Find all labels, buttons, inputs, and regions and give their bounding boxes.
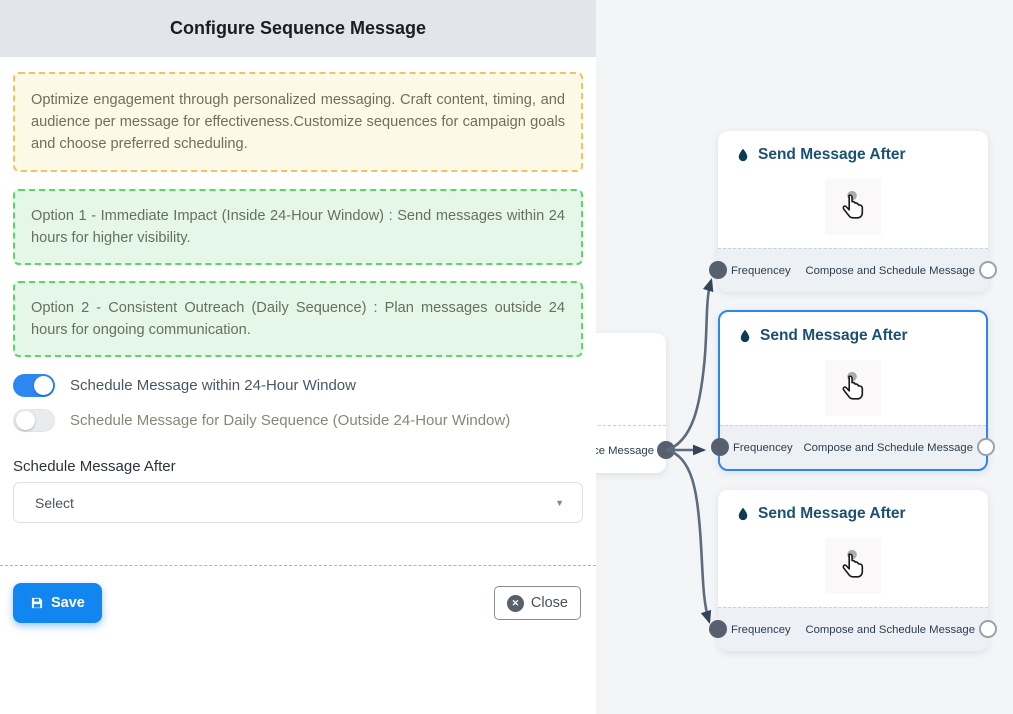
node-footer: Frequencey Compose and Schedule Message	[718, 248, 988, 292]
footer-divider	[0, 565, 596, 566]
toggle-24hour-window[interactable]	[13, 374, 55, 397]
panel-header: Configure Sequence Message	[0, 0, 596, 57]
select-value: Select	[35, 494, 74, 511]
edge-to-top-node	[665, 277, 714, 452]
close-circle-icon: ✕	[506, 594, 524, 612]
node-footer: Frequencey Compose and Schedule Message	[720, 425, 986, 469]
compose-message-placeholder[interactable]	[825, 179, 881, 235]
output-port-label: Compose and Schedule Message	[805, 623, 975, 636]
toggle-daily-sequence[interactable]	[13, 409, 55, 432]
save-button-label: Save	[51, 595, 85, 611]
edge-to-bottom-node	[665, 448, 712, 624]
input-port-label: Frequencey	[733, 441, 793, 454]
node-title: Send Message After	[760, 327, 908, 344]
droplet-icon	[740, 329, 750, 343]
save-button[interactable]: Save	[13, 583, 102, 623]
source-output-handle[interactable]	[657, 441, 675, 459]
node-title: Send Message After	[758, 146, 906, 163]
output-handle[interactable]	[979, 261, 997, 279]
hand-cursor-icon	[842, 549, 864, 578]
input-handle[interactable]	[709, 620, 727, 638]
toggle-24hour-label: Schedule Message within 24-Hour Window	[70, 377, 356, 394]
toggle-daily-label: Schedule Message for Daily Sequence (Out…	[70, 412, 511, 429]
droplet-icon	[738, 148, 748, 162]
compose-message-placeholder[interactable]	[825, 360, 881, 416]
node-footer-divider	[596, 425, 666, 426]
option-2-note: Option 2 - Consistent Outreach (Daily Se…	[13, 281, 583, 357]
output-port-label: Compose and Schedule Message	[803, 441, 973, 454]
toggle-row-daily: Schedule Message for Daily Sequence (Out…	[13, 409, 583, 432]
droplet-icon	[738, 507, 748, 521]
send-message-node-2[interactable]: Send Message After Frequencey Compose an…	[711, 310, 995, 471]
toggle-row-24hour: Schedule Message within 24-Hour Window	[13, 374, 583, 397]
schedule-after-select[interactable]: Select ▼	[13, 482, 583, 523]
save-icon	[31, 597, 43, 609]
toggle-knob	[16, 411, 35, 430]
option-1-note: Option 1 - Immediate Impact (Inside 24-H…	[13, 189, 583, 265]
source-node-output-label: ce Message	[596, 445, 654, 457]
compose-message-placeholder[interactable]	[825, 538, 881, 594]
send-message-node-1[interactable]: Send Message After Frequencey Compose an…	[709, 131, 997, 292]
output-port-label: Compose and Schedule Message	[805, 264, 975, 277]
source-node-partial[interactable]: ce Message	[596, 333, 675, 473]
output-handle[interactable]	[977, 438, 995, 456]
output-handle[interactable]	[979, 620, 997, 638]
configure-sequence-panel: Configure Sequence Message Optimize enga…	[0, 0, 596, 623]
send-message-node-3[interactable]: Send Message After Frequencey Compose an…	[709, 490, 997, 651]
schedule-after-label: Schedule Message After	[13, 458, 176, 475]
chevron-down-icon: ▼	[555, 497, 564, 508]
node-title: Send Message After	[758, 505, 906, 522]
input-handle[interactable]	[711, 438, 729, 456]
hand-cursor-icon	[842, 190, 864, 219]
page-title: Configure Sequence Message	[169, 18, 427, 38]
node-footer: Frequencey Compose and Schedule Message	[718, 607, 988, 651]
hand-cursor-icon	[842, 371, 864, 400]
input-port-label: Frequencey	[731, 264, 791, 277]
toggle-knob	[34, 376, 53, 395]
input-handle[interactable]	[709, 261, 727, 279]
input-port-label: Frequencey	[731, 623, 791, 636]
close-button-label: Close	[530, 595, 568, 611]
close-button[interactable]: ✕ Close	[493, 586, 581, 620]
flow-canvas[interactable]: ce Message Send Message After	[596, 0, 1013, 714]
intro-note: Optimize engagement through personalized…	[13, 72, 583, 172]
